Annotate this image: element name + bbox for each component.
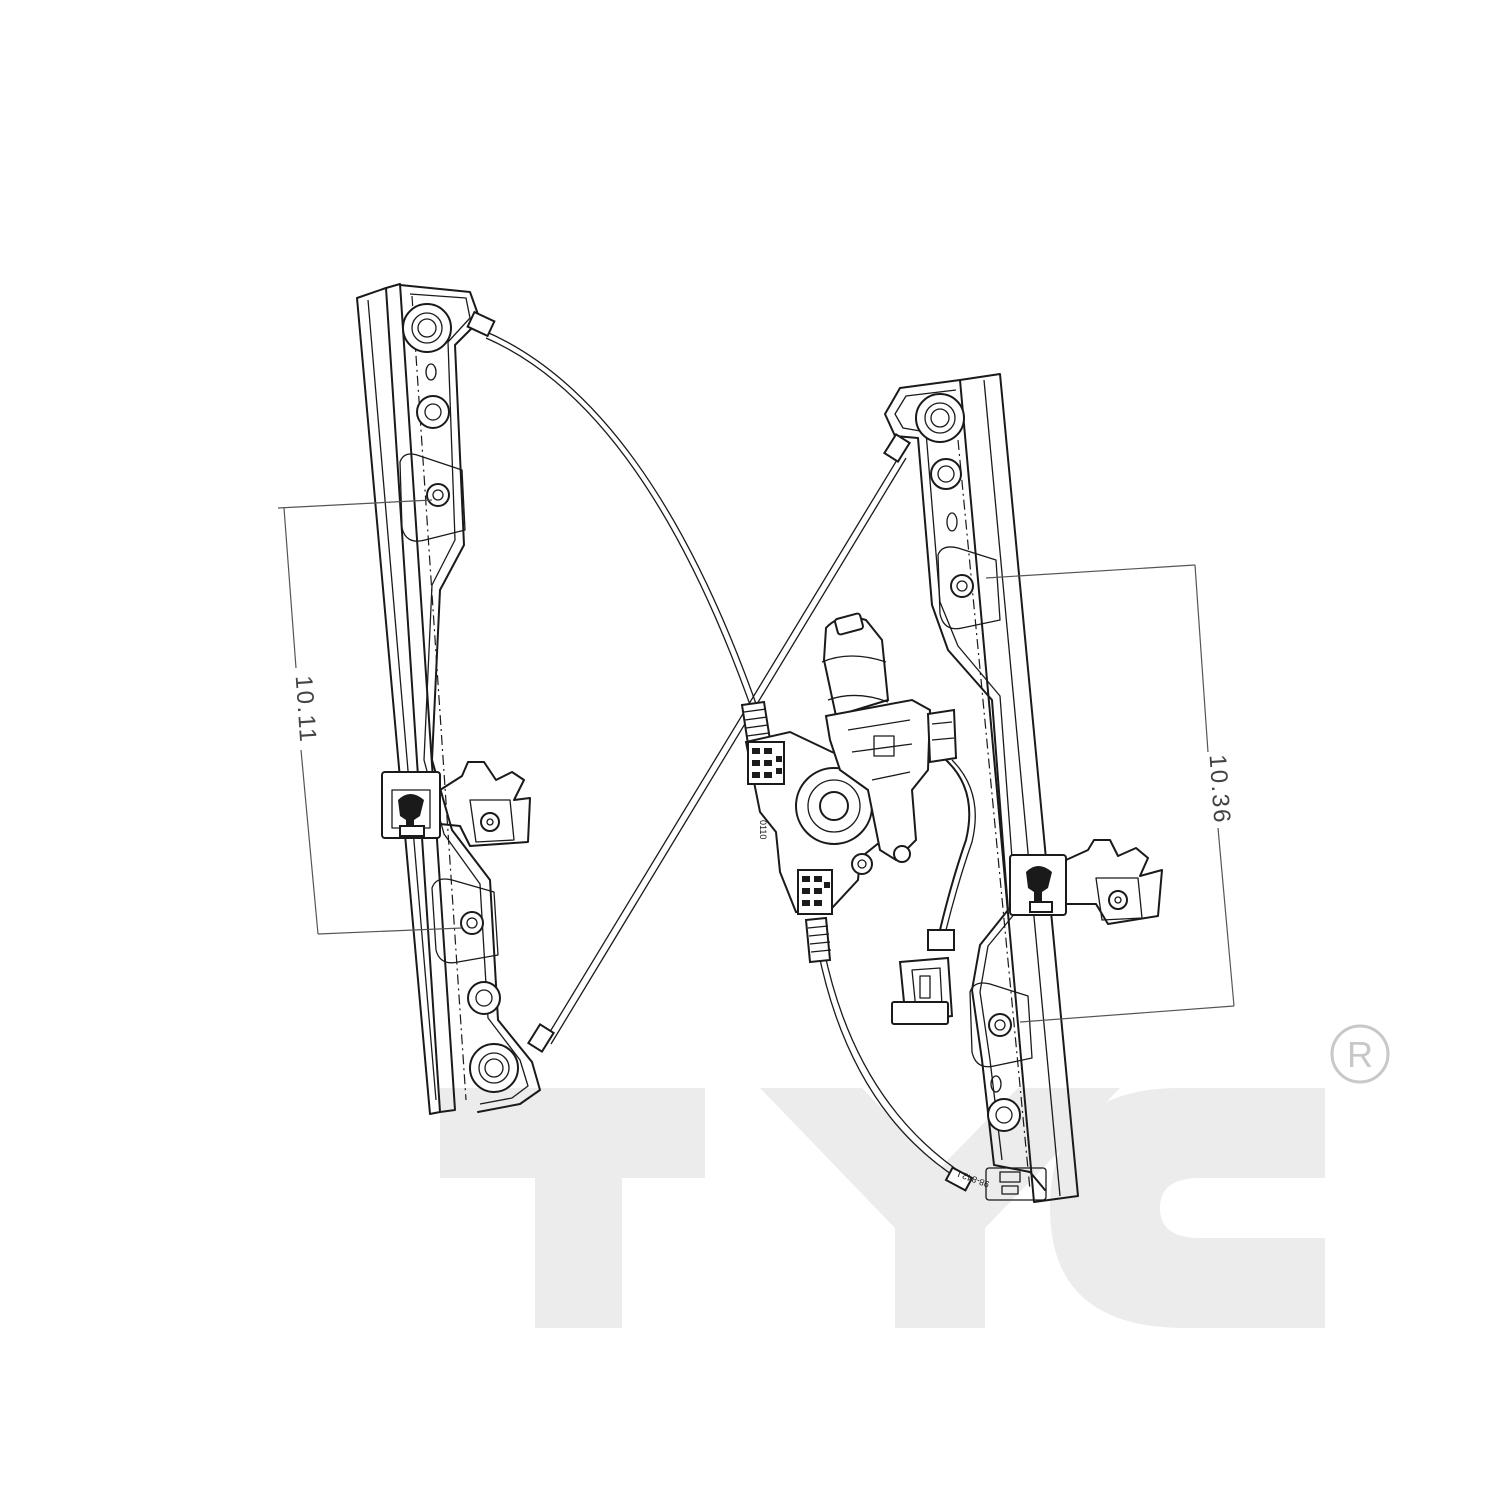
window-motor-assembly: 0110 <box>740 612 976 1025</box>
tyc-watermark-logo <box>440 1088 1325 1328</box>
left-dimension-label: 10.11 <box>290 674 322 744</box>
right-dimension: 10.36 <box>985 564 1236 1023</box>
right-mounting-clip <box>1009 839 1163 925</box>
left-dimension: 10.11 <box>277 499 463 935</box>
left-guide-rail <box>356 283 541 1115</box>
right-guide-rail <box>884 373 1079 1203</box>
right-dimension-label: 10.36 <box>1204 754 1236 826</box>
registered-mark: R <box>1330 1024 1390 1084</box>
left-mounting-clip <box>381 761 531 847</box>
svg-text:R: R <box>1347 1034 1373 1075</box>
svg-text:0110: 0110 <box>758 820 768 839</box>
drive-cables <box>466 310 974 1192</box>
